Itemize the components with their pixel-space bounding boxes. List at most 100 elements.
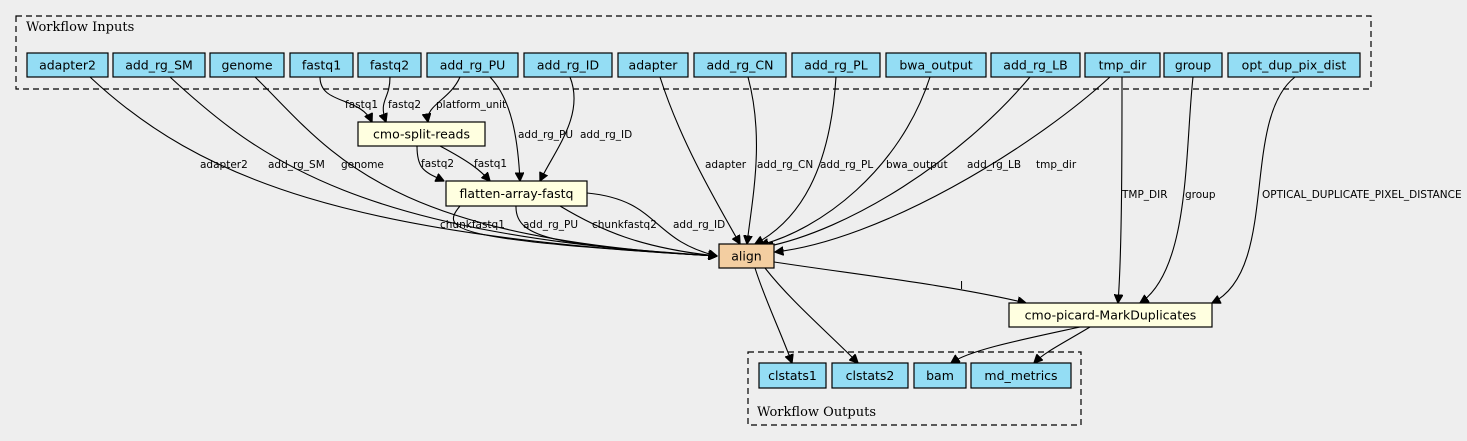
edge-align-to-clstats2: [764, 267, 858, 363]
input-node-add_rg_ID[interactable]: add_rg_ID: [523, 52, 613, 78]
step-node-align[interactable]: align: [718, 243, 775, 269]
output-node-clstats2[interactable]: clstats2: [831, 362, 909, 389]
input-node-label: opt_dup_pix_dist: [1242, 58, 1347, 73]
edge-label-chunkfastq1: chunkfastq1: [440, 219, 505, 231]
input-node-label: add_rg_CN: [707, 58, 774, 73]
edge-add_rg_ID-to-flatten_array_fastq: [540, 76, 575, 181]
edge-label-add_rg_SM: add_rg_SM: [268, 159, 325, 171]
input-node-group[interactable]: group: [1163, 52, 1223, 78]
input-node-fastq2[interactable]: fastq2: [357, 52, 422, 78]
edge-label-genome: genome: [341, 159, 384, 171]
step-node-box: [357, 121, 486, 147]
edge-label-TMP_DIR: TMP_DIR: [1121, 189, 1168, 201]
edge-adapter-to-align: [659, 76, 740, 244]
input-node-label: add_rg_ID: [537, 58, 599, 73]
edge-label-add_rg_PU: add_rg_PU: [523, 219, 578, 231]
output-node-box: [758, 362, 827, 389]
edge-add_rg_PU-to-cmo_split_reads: [428, 76, 461, 122]
input-node-genome[interactable]: genome: [209, 52, 285, 78]
input-node-box: [617, 52, 689, 78]
edge-mark_duplicates-to-bam: [951, 326, 1081, 363]
step-node-flatten_array_fastq[interactable]: flatten-array-fastq: [445, 180, 588, 207]
edge-add_rg_CN-to-align: [747, 76, 758, 244]
input-node-label: genome: [221, 58, 272, 73]
input-node-box: [289, 52, 354, 78]
edge-label-OPTICAL_DUPLICATE_PIXEL_DISTANCE: OPTICAL_DUPLICATE_PIXEL_DISTANCE: [1262, 189, 1462, 201]
edge-flatten_array_fastq-to-align: [586, 192, 717, 256]
workflow-inputs-cluster: Workflow Inputs: [15, 15, 1372, 90]
edge-fastq2-to-cmo_split_reads: [383, 76, 391, 122]
edge-label-adapter: adapter: [705, 159, 747, 171]
output-node-label: clstats1: [768, 368, 817, 383]
input-node-add_rg_PU[interactable]: add_rg_PU: [426, 52, 519, 78]
edge-label-fastq2: fastq2: [388, 99, 421, 111]
edge-group-to-mark_duplicates: [1140, 76, 1194, 303]
edge-flatten_array_fastq-to-align: [515, 205, 717, 256]
edge-flatten_array_fastq-to-align: [559, 205, 717, 256]
edge-opt_dup_pix_dist-to-mark_duplicates: [1212, 76, 1296, 303]
input-node-box: [426, 52, 519, 78]
edge-cmo_split_reads-to-flatten_array_fastq: [439, 145, 490, 181]
input-node-box: [1163, 52, 1223, 78]
output-node-label: clstats2: [846, 368, 895, 383]
input-node-opt_dup_pix_dist[interactable]: opt_dup_pix_dist: [1227, 52, 1361, 78]
edge-label-fastq2: fastq2: [421, 158, 454, 170]
input-node-box: [112, 52, 206, 78]
output-node-label: md_metrics: [984, 368, 1057, 383]
edge-add_rg_PU-to-flatten_array_fastq: [489, 76, 520, 181]
input-node-adapter[interactable]: adapter: [617, 52, 689, 78]
step-node-box: [1008, 302, 1213, 328]
edge-align-to-mark_duplicates: [773, 261, 1026, 303]
workflow-outputs-cluster: Workflow Outputs: [747, 351, 1082, 426]
input-node-adapter2[interactable]: adapter2: [26, 52, 109, 78]
edge-bwa_output-to-align: [760, 76, 931, 245]
edges-layer: [89, 76, 1296, 363]
edge-label-add_rg_LB: add_rg_LB: [967, 159, 1021, 171]
step-node-label: cmo-split-reads: [373, 127, 470, 142]
input-node-add_rg_SM[interactable]: add_rg_SM: [112, 52, 206, 78]
edge-label-bwa_output: bwa_output: [886, 159, 948, 171]
edge-add_rg_PL-to-align: [755, 76, 837, 244]
input-node-label: group: [1175, 58, 1211, 73]
input-node-label: bwa_output: [899, 58, 972, 73]
input-node-label: add_rg_SM: [125, 58, 193, 73]
edge-align-to-clstats1: [754, 267, 792, 363]
input-node-box: [791, 52, 881, 78]
edge-flatten_array_fastq-to-align: [453, 205, 717, 256]
workflow-outputs-label: Workflow Outputs: [757, 405, 876, 420]
input-node-bwa_output[interactable]: bwa_output: [885, 52, 987, 78]
edge-label-add_rg_PL: add_rg_PL: [820, 159, 873, 171]
input-node-fastq1[interactable]: fastq1: [289, 52, 354, 78]
edge-label-add_rg_ID: add_rg_ID: [673, 219, 725, 231]
step-node-box: [718, 243, 775, 269]
edge-fastq1-to-cmo_split_reads: [319, 76, 372, 122]
input-node-label: add_rg_PU: [440, 58, 506, 73]
output-node-clstats1[interactable]: clstats1: [758, 362, 827, 389]
input-node-add_rg_PL[interactable]: add_rg_PL: [791, 52, 881, 78]
step-node-label: cmo-picard-MarkDuplicates: [1025, 308, 1197, 323]
step-node-label: flatten-array-fastq: [460, 186, 574, 201]
input-node-label: add_rg_LB: [1003, 58, 1067, 73]
input-node-add_rg_LB[interactable]: add_rg_LB: [990, 52, 1081, 78]
edge-label-chunkfastq2: chunkfastq2: [592, 219, 657, 231]
edge-tmp_dir-to-mark_duplicates: [1118, 76, 1122, 303]
edge-label-adapter2: adapter2: [200, 159, 248, 171]
input-node-tmp_dir[interactable]: tmp_dir: [1084, 52, 1161, 78]
edge-label-fastq1: fastq1: [474, 158, 507, 170]
input-node-label: fastq2: [370, 58, 409, 73]
input-node-label: tmp_dir: [1099, 58, 1148, 73]
step-node-mark_duplicates[interactable]: cmo-picard-MarkDuplicates: [1008, 302, 1213, 328]
edge-label-add_rg_ID: add_rg_ID: [580, 129, 632, 141]
input-node-box: [357, 52, 422, 78]
input-node-add_rg_CN[interactable]: add_rg_CN: [693, 52, 787, 78]
input-node-box: [523, 52, 613, 78]
output-node-md_metrics[interactable]: md_metrics: [970, 362, 1072, 389]
output-node-box: [913, 362, 967, 389]
workflow-inputs-label: Workflow Inputs: [26, 20, 134, 35]
edge-label-tmp_dir: tmp_dir: [1036, 159, 1077, 171]
output-node-bam[interactable]: bam: [913, 362, 967, 389]
step-node-cmo_split_reads[interactable]: cmo-split-reads: [357, 121, 486, 147]
